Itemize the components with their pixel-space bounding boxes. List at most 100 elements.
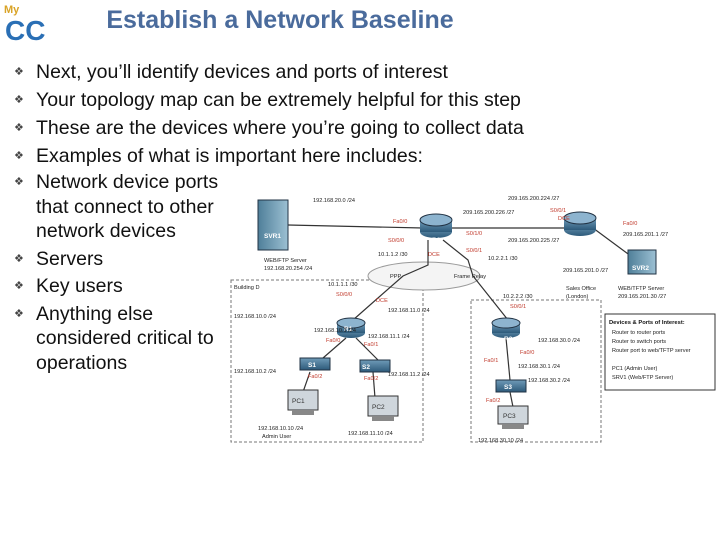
device-label: S3 bbox=[504, 384, 512, 391]
frame-relay-cloud bbox=[367, 261, 481, 291]
router-r1: R1 bbox=[336, 317, 366, 338]
ip-label: 10.1.1.2 /30 bbox=[378, 252, 408, 258]
server-svr1: SVR1 bbox=[257, 199, 289, 251]
port-label: Fa0/0 bbox=[393, 219, 407, 225]
legend-title: Devices & Ports of Interest: bbox=[609, 320, 685, 326]
bullet-item: ❖Examples of what is important here incl… bbox=[14, 142, 574, 170]
port-label: S0/0/0 bbox=[336, 292, 352, 298]
bullet-marker-icon: ❖ bbox=[14, 251, 24, 265]
switch-s2: S2 bbox=[359, 359, 391, 373]
ip-label: 10.1.1.1 /30 bbox=[328, 282, 358, 288]
port-label: Fa0/0 bbox=[326, 338, 340, 344]
pc-pc1: PC1 bbox=[287, 389, 319, 415]
bullet-item: ❖Key users bbox=[14, 275, 123, 297]
server-caption: WEB/TFTP Server bbox=[618, 286, 664, 292]
legend-item: Router to switch ports bbox=[612, 339, 666, 345]
net-label: 209.165.200.224 /27 bbox=[508, 196, 559, 202]
pc-pc2: PC2 bbox=[367, 395, 399, 421]
logo-cc: CC bbox=[5, 15, 45, 42]
switch-s3: S3 bbox=[495, 379, 527, 393]
ip-label: 10.2.2.2 /30 bbox=[503, 294, 533, 300]
user-label: Admin User bbox=[262, 434, 291, 440]
bullet-marker-icon: ❖ bbox=[14, 279, 24, 292]
bullet-item: ❖Servers bbox=[14, 247, 104, 270]
port-label: Fa0/2 bbox=[364, 376, 378, 382]
legend-item: PC1 (Admin User) bbox=[612, 366, 658, 372]
ip-label: 209.165.200.226 /27 bbox=[463, 210, 514, 216]
bullet-item: ❖Next, you’ll identify devices and ports… bbox=[14, 58, 574, 86]
bullet-list: ❖Next, you’ll identify devices and ports… bbox=[14, 58, 574, 378]
address-labels: 192.168.20.0 /24 209.165.200.224 /27 Fa0… bbox=[234, 196, 668, 444]
sales-office-boundary bbox=[470, 299, 602, 443]
ip-label: 209.165.201.30 /27 bbox=[618, 294, 666, 300]
device-label: PC1 bbox=[292, 398, 305, 405]
net-label: 192.168.11.0 /24 bbox=[388, 308, 430, 314]
port-label: S0/1/0 bbox=[466, 231, 482, 237]
ip-label: 192.168.10.2 /24 bbox=[234, 369, 276, 375]
building-boundary bbox=[230, 279, 424, 443]
legend-item: SRV1 (Web/FTP Server) bbox=[612, 375, 673, 381]
ip-label: 209.165.201.1 /27 bbox=[623, 232, 668, 238]
device-label: SVR2 bbox=[632, 265, 649, 272]
legend-item: Router port to web/TFTP server bbox=[612, 348, 691, 354]
port-label: S0/0/1 bbox=[466, 248, 482, 254]
site-label: (London) bbox=[566, 294, 589, 300]
switch-s1: S1 bbox=[299, 357, 331, 371]
router-r3: R3 bbox=[491, 317, 521, 343]
dce-label: DCE bbox=[428, 252, 440, 258]
port-label: Fa0/2 bbox=[486, 398, 500, 404]
device-label: SVR1 bbox=[264, 233, 281, 240]
device-label: PC2 bbox=[372, 404, 385, 411]
bullet-marker-icon: ❖ bbox=[14, 175, 24, 188]
port-label: S0/0/1 bbox=[510, 304, 526, 310]
bullet-item: ❖Network device ports that connect to ot… bbox=[14, 171, 219, 242]
net-label: 192.168.30.0 /24 bbox=[538, 338, 580, 344]
port-label: Fa0/1 bbox=[364, 342, 378, 348]
ip-label: 192.168.11.1 /24 bbox=[368, 334, 410, 340]
ip-label: 10.2.2.1 /30 bbox=[488, 256, 518, 262]
bullet-marker-icon: ❖ bbox=[14, 306, 24, 320]
net-label: 192.168.10.0 /24 bbox=[234, 314, 276, 320]
bullet-marker-icon: ❖ bbox=[14, 121, 24, 134]
bullet-item: ❖These are the devices where you’re goin… bbox=[14, 114, 574, 142]
device-label: S2 bbox=[362, 364, 370, 371]
port-label: Fa0/1 bbox=[484, 358, 498, 364]
site-label: Building D bbox=[234, 285, 260, 291]
server-svr2: SVR2 bbox=[627, 249, 657, 275]
server-caption: WEB/FTP Server bbox=[264, 258, 307, 264]
net-label: 209.165.201.0 /27 bbox=[563, 268, 608, 274]
bullet-item: ❖Your topology map can be extremely help… bbox=[14, 86, 574, 114]
bullet-marker-icon: ❖ bbox=[14, 149, 24, 162]
ip-label: 209.165.200.225 /27 bbox=[508, 238, 559, 244]
port-label: S0/0/0 bbox=[388, 238, 404, 244]
device-label: R1 bbox=[344, 326, 353, 333]
port-label: Fa0/0 bbox=[623, 221, 637, 227]
link-type-label: Frame Relay bbox=[454, 274, 486, 280]
port-label: S0/0/1 bbox=[550, 208, 566, 214]
ip-label: 192.168.20.254 /24 bbox=[264, 266, 312, 272]
net-label: 192.168.20.0 /24 bbox=[313, 198, 355, 204]
ip-label: 192.168.11.2 /24 bbox=[388, 372, 430, 378]
pc-pc3: PC3 bbox=[497, 405, 529, 429]
device-label: R3 bbox=[504, 336, 513, 343]
legend-item: Router to router ports bbox=[612, 330, 665, 336]
port-label: Fa0/0 bbox=[520, 350, 534, 356]
ip-label: 192.168.10.10 /24 bbox=[258, 426, 303, 432]
ip-label: 192.168.30.1 /24 bbox=[518, 364, 560, 370]
dce-label: DCE bbox=[558, 216, 570, 222]
ip-label: 192.168.30.10 /24 bbox=[478, 438, 523, 444]
ip-label: 192.168.11.10 /24 bbox=[348, 431, 393, 437]
router-r2: R2 bbox=[419, 213, 453, 244]
bullet-marker-icon: ❖ bbox=[14, 93, 24, 106]
device-label: S1 bbox=[308, 362, 316, 369]
page-title: Establish a Network Baseline bbox=[106, 6, 454, 34]
dce-label: DCE bbox=[376, 298, 388, 304]
ip-label: 192.168.10.1 /24 bbox=[314, 328, 356, 334]
site-label: Sales Office bbox=[566, 286, 596, 292]
device-label: PC3 bbox=[503, 413, 516, 420]
bullet-item: ❖Anything else considered critical to op… bbox=[14, 302, 214, 374]
link-type-label: PPP bbox=[390, 274, 401, 280]
ip-label: 192.168.30.2 /24 bbox=[528, 378, 570, 384]
router-isp: ISP bbox=[563, 211, 600, 244]
network-topology-diagram: SVR1 SVR2 R2 ISP R1 R3 S1 S2 S3 bbox=[228, 190, 718, 446]
